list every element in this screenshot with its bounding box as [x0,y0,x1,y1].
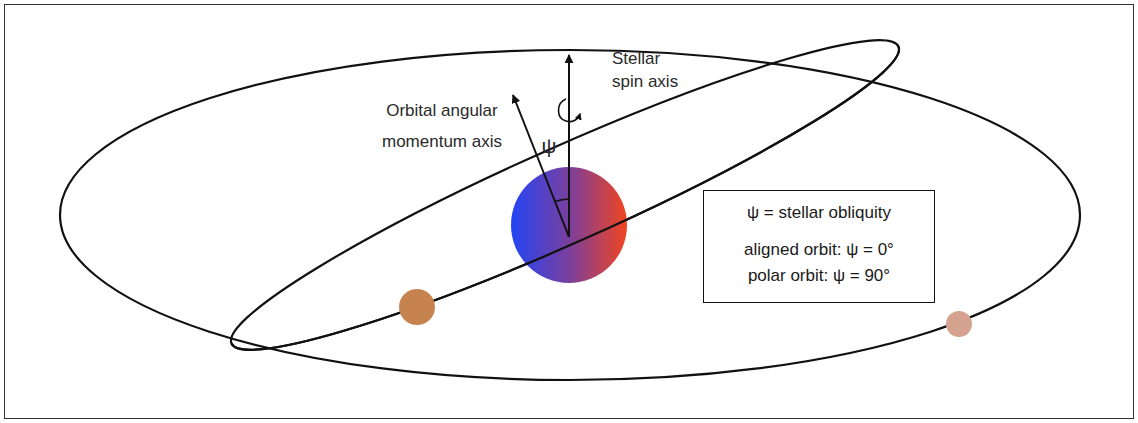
angle-arc [555,199,569,202]
rotation-arrow [559,99,581,122]
frame [5,5,1134,419]
inner-planet [399,289,435,325]
legend-line: polar orbit: ψ = 90° [718,264,920,288]
angle-symbol: ψ [539,133,559,159]
outer-planet [946,311,972,337]
spin-axis-arrow [568,55,570,237]
axis-label: Stellar spin axis [612,47,692,93]
outer-orbit [60,50,1080,380]
legend-heading: ψ = stellar obliquity [718,201,920,225]
legend-box: ψ = stellar obliquity aligned orbit: ψ = … [703,190,935,303]
axis-label: Orbital angular momentum axis [376,95,508,157]
legend-line: aligned orbit: ψ = 0° [718,238,920,262]
